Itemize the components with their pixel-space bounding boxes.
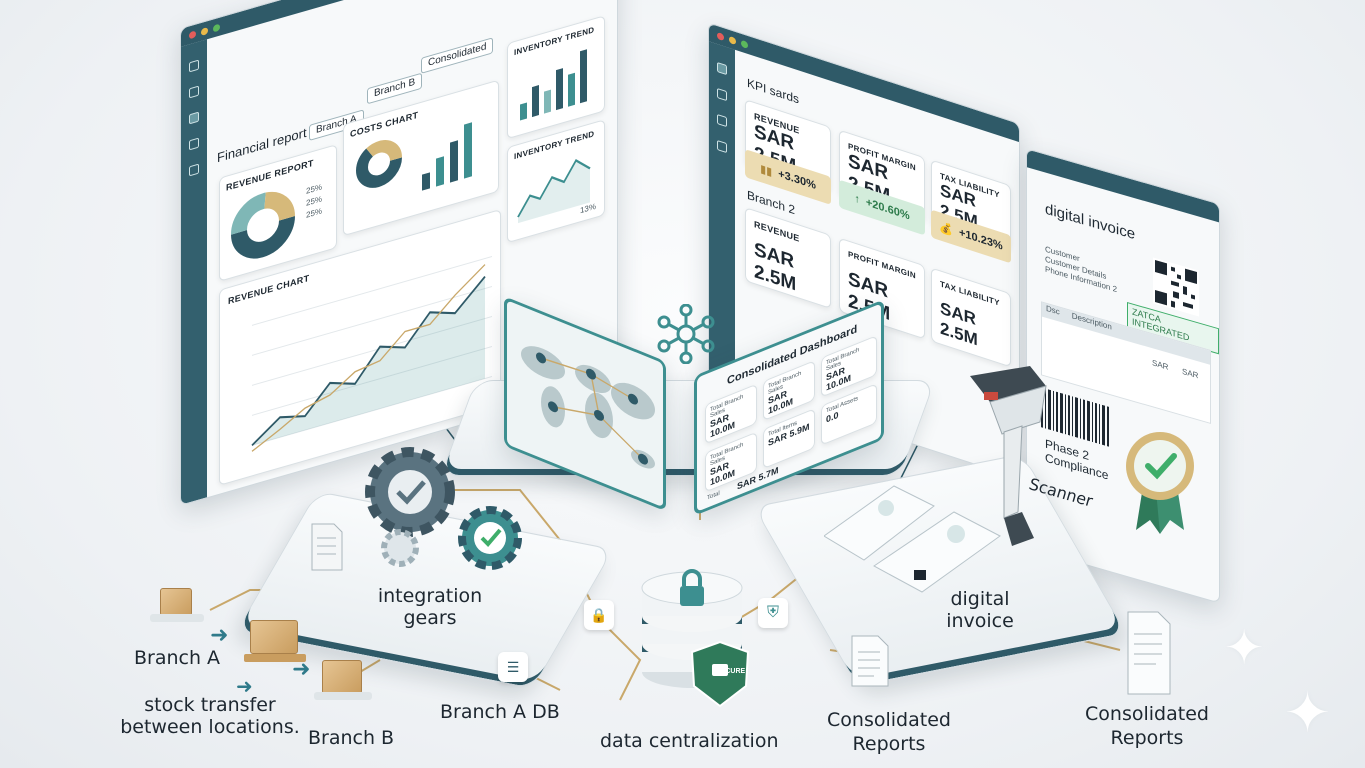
revenue-donut-chart (231, 191, 295, 259)
invoice-paper-icon (873, 511, 1001, 593)
close-dot-icon[interactable] (717, 31, 724, 41)
dashboard-icon[interactable] (717, 61, 727, 76)
table-header: Dsc (1046, 303, 1060, 317)
kpi-card-tax-2: TAX LIABILITY SAR 2.5M (931, 267, 1011, 368)
check-gear-icon (458, 506, 522, 570)
table-header: Description (1071, 311, 1112, 332)
document-icon (311, 523, 343, 571)
transfer-arrow-icon: ➜ (292, 656, 311, 681)
package-box-icon (250, 620, 298, 654)
table-cell: SAR (1182, 366, 1199, 381)
data-centralization-label: data centralization (600, 730, 779, 752)
branch-a-label: Branch A (134, 647, 221, 669)
integration-gears-label: integration gears (377, 585, 483, 629)
map-panel (504, 296, 666, 512)
settings-icon[interactable] (189, 163, 199, 177)
box-base (150, 614, 204, 622)
lock-chip: 🔒 (584, 600, 614, 630)
table-cell: SAR (1152, 358, 1169, 372)
shield-icon: ⛨ (766, 604, 779, 621)
world-map-icon (521, 346, 655, 469)
inventory-line-chart (517, 159, 591, 224)
barcode-scanner-icon (970, 366, 1047, 546)
report-document-icon (1127, 611, 1171, 695)
trend-icon[interactable] (189, 137, 199, 151)
filter-branch-b[interactable]: Branch B (367, 72, 423, 105)
invoice-title: digital invoice (1045, 200, 1136, 244)
gear-cluster (365, 447, 522, 570)
shield-chip: ⛨ (758, 598, 788, 628)
home-icon[interactable] (189, 59, 199, 73)
compliance-badge-icon (1126, 432, 1194, 534)
financial-report-window: Financial report Branch A Branch B Conso… (180, 0, 618, 506)
sparkle-icon: ✦ (1224, 622, 1265, 675)
close-dot-icon[interactable] (189, 29, 196, 39)
revenue-report-card: REVENUE REPORT 25% 25% 25% (219, 143, 337, 282)
package-box-icon (160, 588, 192, 616)
invoice-papers (824, 485, 1001, 593)
kpi-change: +3.30% (778, 167, 816, 193)
gear-icon (381, 529, 419, 567)
filter-consolidated[interactable]: Consolidated (421, 37, 494, 74)
tile-label: Total (707, 490, 720, 502)
inventory-bar-chart (520, 49, 587, 121)
gear-icon (365, 447, 455, 537)
box-base (314, 692, 372, 700)
stock-transfer-label: stock transfer between locations. (120, 694, 300, 738)
kpi-card-value: SAR 2.5M (754, 238, 797, 296)
revenue-line-chart (251, 256, 492, 452)
settings-icon[interactable] (717, 139, 727, 154)
costs-chart-card: COSTS CHART (343, 79, 499, 237)
kpi-card-revenue-2: REVENUE SAR 2.5M (745, 207, 831, 309)
report-document-icon (851, 635, 889, 687)
invoice-paper-icon (824, 485, 935, 561)
maximize-dot-icon[interactable] (741, 39, 748, 49)
kpi-card-value: SAR 2.5M (940, 298, 978, 350)
list-chip: ☰ (498, 652, 528, 682)
branch-b-label: Branch B (308, 727, 395, 749)
transfer-arrow-icon: ➜ (236, 676, 253, 698)
pallet-icon (244, 654, 306, 662)
network-hub-icon (657, 304, 715, 364)
report-icon[interactable] (189, 111, 199, 125)
digital-invoice-label: digital invoice (946, 588, 1014, 632)
secure-shield-icon (690, 640, 750, 708)
sparkle-icon: ✦ (1284, 681, 1331, 744)
arrow-up-icon: ↑ (854, 192, 860, 207)
minimize-dot-icon[interactable] (729, 35, 736, 45)
financial-sidebar (181, 39, 207, 505)
revenue-chart-card: REVENUE CHART (219, 208, 501, 486)
minimize-dot-icon[interactable] (201, 26, 208, 36)
costs-bar-chart (422, 122, 472, 191)
secure-label: SECURE (716, 668, 746, 675)
qr-code-icon (1153, 257, 1199, 317)
bar-chart-icon: ▮▮ (760, 162, 773, 179)
list-icon: ☰ (506, 658, 520, 675)
lock-icon: 🔒 (590, 606, 608, 623)
costs-donut-chart (356, 140, 402, 188)
consolidated-reports-label: Consolidated Reports (827, 709, 951, 755)
document-icon[interactable] (717, 113, 727, 128)
transfer-arrow-icon: ➜ (210, 622, 229, 647)
kpi-change: +20.60% (865, 196, 910, 223)
kpi-change: +10.23% (958, 226, 1003, 253)
database-icon (641, 569, 750, 708)
branch-a-db-label: Branch A DB (440, 701, 560, 723)
maximize-dot-icon[interactable] (213, 23, 220, 33)
consolidated-reports-label-2: Consolidated Reports (1085, 703, 1209, 749)
package-box-icon (322, 660, 362, 694)
bar-chart-icon[interactable] (189, 85, 199, 99)
money-bag-icon: 💰 (939, 220, 953, 238)
inventory-trend-card-2: INVENTORY TREND 13% (507, 119, 605, 244)
inventory-trend-card: INVENTORY TREND (507, 15, 605, 140)
list-icon[interactable] (717, 87, 727, 102)
lock-icon (680, 569, 704, 606)
